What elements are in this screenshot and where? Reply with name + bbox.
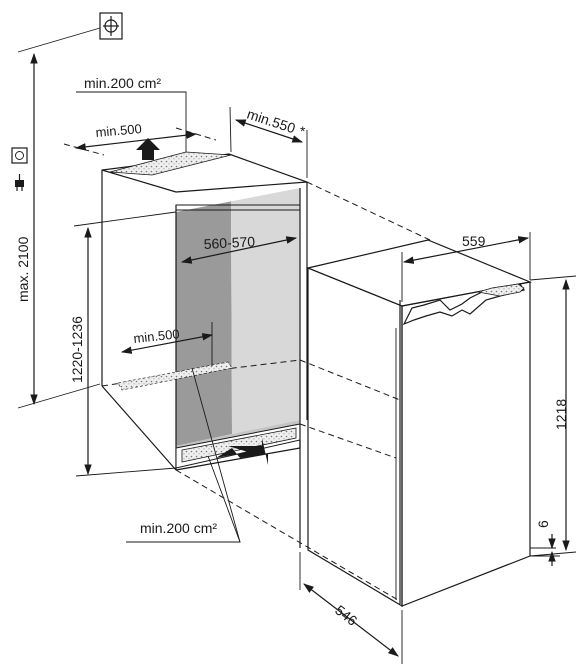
- max-height-dimension: max. 2100: [11, 27, 101, 409]
- appliance-width-label: 559: [462, 233, 486, 249]
- base-offset-dimension: 6: [530, 520, 560, 566]
- niche-height-label: 1220-1236: [69, 316, 85, 383]
- appliance: [299, 239, 533, 608]
- niche-height-dimension: 1220-1236: [69, 211, 177, 477]
- max-height-label: max. 2100: [15, 236, 31, 302]
- grounding-symbol-icon: [99, 12, 123, 40]
- top-vent-callout: min.200 cm²: [76, 75, 187, 152]
- appliance-width-dimension: 559: [401, 232, 531, 302]
- projection-lines: [175, 181, 431, 601]
- bottom-vent-callout: min.200 cm²: [126, 367, 241, 543]
- top-depth-dimension: min.500: [63, 121, 217, 156]
- power-socket-icon: [11, 147, 28, 164]
- niche-width-label: 560-570: [203, 233, 255, 252]
- appliance-height-label: 1218: [553, 399, 569, 430]
- installation-niche: [101, 151, 308, 471]
- airflow-in-arrow: [216, 438, 268, 465]
- bottom-depth-label: min.500: [133, 326, 181, 346]
- niche-width-dimension: 560-570: [180, 233, 298, 264]
- power-plug-icon: [15, 174, 24, 191]
- top-depth-label: min.500: [95, 121, 142, 140]
- airflow-out-arrow: [136, 138, 160, 160]
- appliance-height-dimension: 1218: [529, 275, 577, 557]
- bottom-depth-dimension: min.500: [120, 322, 214, 366]
- side-depth-note: *: [300, 123, 306, 139]
- vent-top-label: min.200 cm²: [84, 75, 161, 91]
- base-offset-label: 6: [535, 520, 551, 528]
- vent-bottom-label: min.200 cm²: [140, 520, 217, 536]
- appliance-depth-dimension: 546: [299, 552, 403, 664]
